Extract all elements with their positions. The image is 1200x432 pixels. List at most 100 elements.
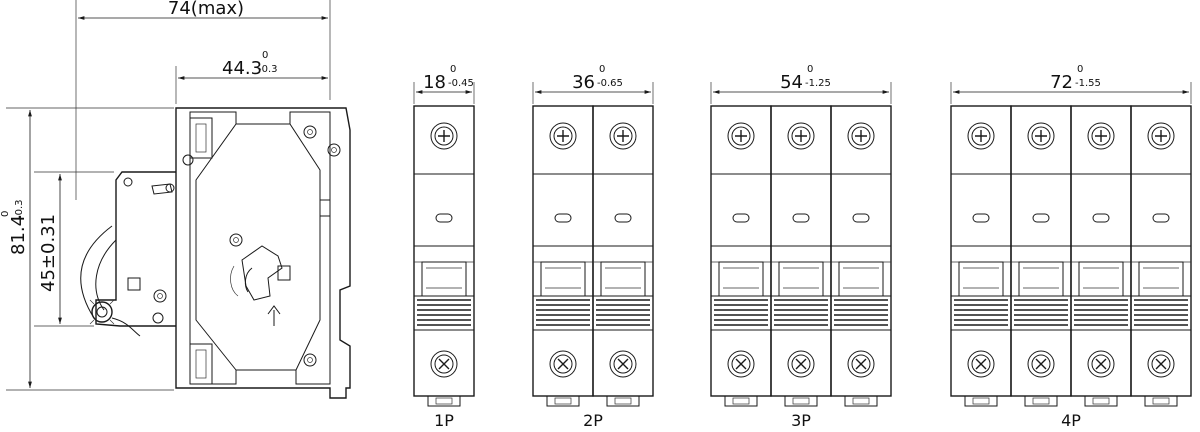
din-rail-notch <box>319 199 331 217</box>
toggle-handle <box>421 261 467 297</box>
pole <box>950 105 1012 407</box>
rivet-center <box>229 233 243 247</box>
trip-arc <box>80 225 113 319</box>
dim-lower: -1.55 <box>1075 78 1101 89</box>
side-view-front-projection <box>95 171 176 327</box>
toggle-handle <box>958 261 1004 297</box>
din-clip <box>1024 396 1058 407</box>
depth-dim-lower: -0.3 <box>258 64 278 75</box>
pole <box>1070 105 1132 407</box>
terminal-screw-icon <box>1087 350 1115 378</box>
toggle-handle <box>1138 261 1184 297</box>
pole-outline <box>830 105 892 397</box>
dim-base: 18 <box>423 72 446 93</box>
toggle-handle <box>718 261 764 297</box>
status-window-icon <box>435 213 453 223</box>
rivet-lower-2 <box>152 312 164 324</box>
terminal-screw-icon <box>967 122 995 150</box>
height-dim-lower: -0.3 <box>14 199 25 219</box>
dim-base: 54 <box>780 72 803 93</box>
terminal-screw-icon <box>609 122 637 150</box>
lower-clamp <box>189 343 213 385</box>
din-clip <box>427 396 461 407</box>
din-clip <box>964 396 998 407</box>
dim-upper: 0 <box>807 64 813 75</box>
din-clip <box>606 396 640 407</box>
gear-icon <box>89 299 115 325</box>
handle-pivot <box>165 183 175 193</box>
terminal-screw-icon <box>847 350 875 378</box>
handle-lever <box>151 183 173 195</box>
toggle-handle <box>838 261 884 297</box>
rivet-right <box>327 143 341 157</box>
status-window-icon <box>732 213 750 223</box>
toggle-handle <box>778 261 824 297</box>
height-dim-upper: 0 <box>0 211 11 217</box>
status-window-icon <box>1092 213 1110 223</box>
status-window-icon <box>554 213 572 223</box>
dim-lower: -0.65 <box>597 78 623 89</box>
inner-height-dim-label: 45±0.31 <box>38 214 59 292</box>
rivet-bottom-right <box>303 353 317 367</box>
width-dim-label: 74(max) <box>168 0 244 19</box>
pole <box>770 105 832 407</box>
pole <box>1130 105 1192 407</box>
rivet-top-right <box>303 125 317 139</box>
terminal-screw-icon <box>430 122 458 150</box>
pole-count-label: 1P <box>434 411 454 430</box>
switch-mechanism-icon <box>230 245 291 301</box>
terminal-screw-icon <box>430 350 458 378</box>
terminal-screw-icon <box>787 122 815 150</box>
dim-base: 36 <box>572 72 595 93</box>
toggle-handle <box>1018 261 1064 297</box>
pole <box>1010 105 1072 407</box>
lower-clamp-slot <box>195 349 207 379</box>
rivet-left-small <box>123 177 133 187</box>
pole-outline <box>413 105 475 397</box>
dim-lower: -1.25 <box>805 78 831 89</box>
side-view-body-outline <box>175 107 351 399</box>
terminal-screw-icon <box>549 350 577 378</box>
spring-wire <box>111 317 141 337</box>
side-view-dimensions: 74(max) 44.3 0 -0.3 81.4 0 -0.3 45±0.31 <box>0 0 331 391</box>
status-window-icon <box>792 213 810 223</box>
pole <box>830 105 892 407</box>
terminal-screw-icon <box>1087 122 1115 150</box>
terminal-screw-icon <box>847 122 875 150</box>
terminal-screw-icon <box>787 350 815 378</box>
dim-lower: -0.45 <box>448 78 474 89</box>
terminal-screw-icon <box>1027 122 1055 150</box>
din-clip <box>1084 396 1118 407</box>
terminal-screw-icon <box>609 350 637 378</box>
upper-clamp <box>189 117 213 159</box>
terminal-screw-icon <box>727 122 755 150</box>
dim-upper: 0 <box>599 64 605 75</box>
side-view-mid-slope <box>195 123 237 371</box>
status-window-icon <box>852 213 870 223</box>
terminal-screw-icon <box>1147 122 1175 150</box>
square-pin <box>127 277 141 291</box>
depth-dim-upper: 0 <box>262 50 268 61</box>
arrow-up-icon <box>267 305 281 326</box>
din-clip <box>724 396 758 407</box>
pole-outline <box>592 105 654 397</box>
dim-upper: 0 <box>450 64 456 75</box>
terminal-screw-icon <box>727 350 755 378</box>
rivet-lower <box>153 289 167 303</box>
toggle-handle <box>1078 261 1124 297</box>
terminal-screw-icon <box>1027 350 1055 378</box>
din-clip <box>844 396 878 407</box>
pole <box>413 105 475 407</box>
status-window-icon <box>1032 213 1050 223</box>
din-clip <box>546 396 580 407</box>
trip-arc-inner <box>95 239 117 311</box>
side-view <box>80 107 351 399</box>
height-dim-label-group: 81.4 0 -0.3 <box>0 199 29 255</box>
depth-dim-base: 44.3 <box>222 58 262 79</box>
status-window-icon <box>614 213 632 223</box>
status-window-icon <box>1152 213 1170 223</box>
